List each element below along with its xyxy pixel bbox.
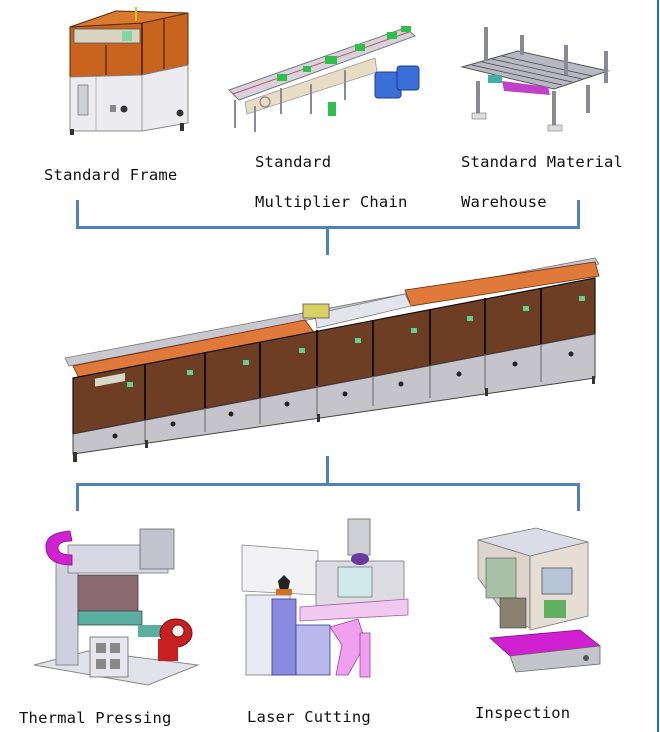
label-standard-frame: Standard Frame — [44, 166, 178, 184]
label-standard-material-warehouse-line1: Standard Material — [461, 153, 624, 171]
material-warehouse-image — [458, 25, 618, 135]
label-standard-multiplier-chain-line2: Multiplier Chain — [255, 193, 408, 211]
connector-bottom-left-drop — [76, 483, 79, 511]
label-thermal-pressing: Thermal Pressing — [19, 709, 172, 727]
label-inspection: Inspection — [475, 704, 571, 722]
multiplier-chain-image — [225, 10, 435, 135]
standard-frame-image — [60, 5, 200, 140]
connector-top-left-drop — [76, 200, 79, 229]
right-border — [657, 0, 659, 732]
laser-cutting-image — [238, 515, 418, 685]
label-standard-material-warehouse-line2: Warehouse — [461, 193, 547, 211]
inspection-image — [470, 518, 620, 683]
connector-top-right-drop — [577, 200, 580, 229]
label-laser-cutting: Laser Cutting — [247, 708, 371, 726]
production-line-image — [55, 248, 615, 463]
thermal-pressing-image — [28, 515, 208, 690]
label-standard-multiplier-chain-line1: Standard — [255, 153, 332, 171]
connector-bottom-horizontal — [76, 483, 580, 486]
connector-bottom-right-drop — [577, 483, 580, 511]
connector-bottom-center-stem — [326, 456, 329, 486]
connector-top-center-stem — [326, 226, 329, 255]
